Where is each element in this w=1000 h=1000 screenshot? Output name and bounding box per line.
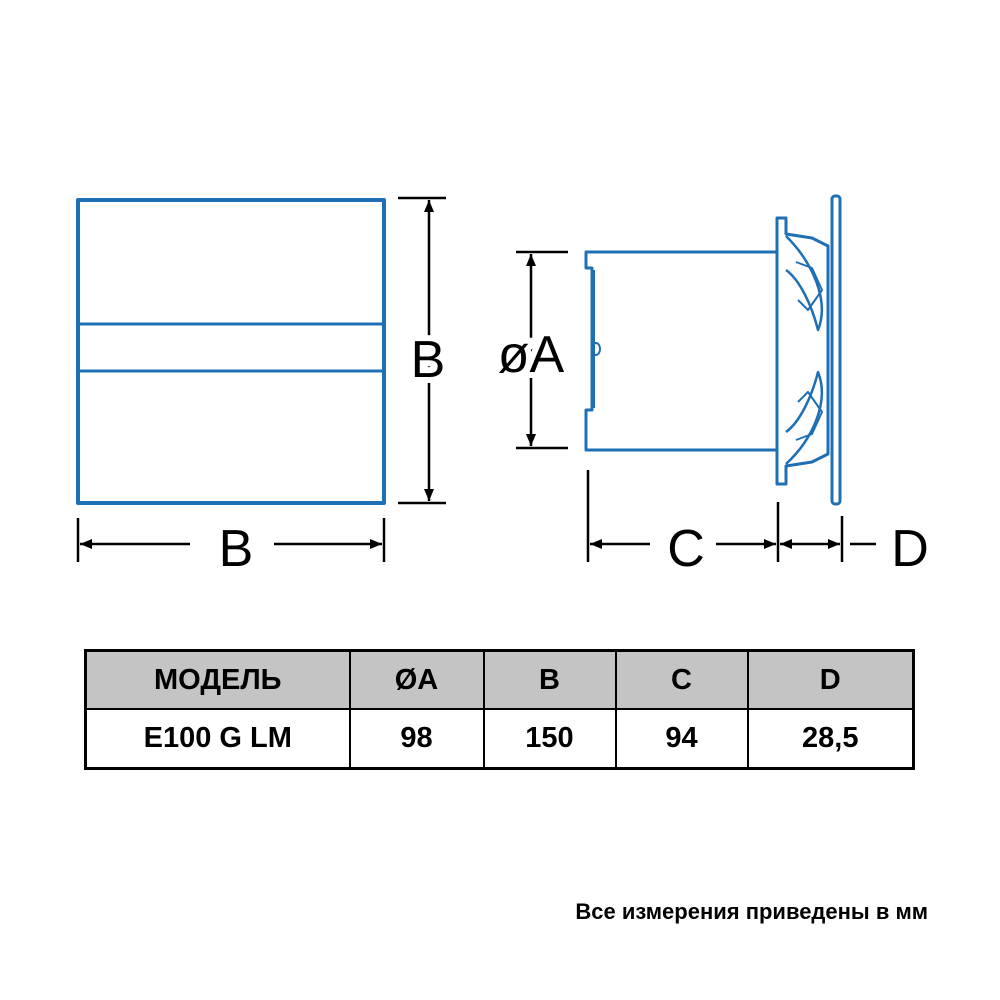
label-front-height: B bbox=[411, 331, 446, 389]
cell-d: 28,5 bbox=[746, 708, 915, 770]
label-depth-d: D bbox=[891, 520, 929, 578]
side-housing bbox=[775, 216, 830, 486]
dimension-drawing: B B øA C D bbox=[76, 194, 929, 578]
side-cover-plate bbox=[830, 194, 842, 506]
dimensions-table: МОДЕЛЬ ØA B C D E100 G LM 98 150 94 28,5 bbox=[84, 649, 915, 770]
units-footnote: Все измерения приведены в мм bbox=[575, 899, 928, 924]
table-header-row: МОДЕЛЬ ØA B C D bbox=[84, 649, 915, 710]
housing-inner-top bbox=[795, 261, 823, 311]
label-depth-c: C bbox=[667, 520, 705, 578]
label-diameter: øA bbox=[498, 326, 565, 384]
label-front-width: B bbox=[219, 520, 254, 578]
header-b: B bbox=[482, 649, 617, 710]
cell-model: E100 G LM bbox=[84, 708, 351, 770]
header-model: МОДЕЛЬ bbox=[84, 649, 351, 710]
side-view bbox=[584, 194, 842, 506]
header-diameter: ØA bbox=[348, 649, 485, 710]
table-row: E100 G LM 98 150 94 28,5 bbox=[84, 708, 915, 770]
housing-curve-top bbox=[785, 235, 823, 332]
cell-c: 94 bbox=[614, 708, 749, 770]
dimension-depth bbox=[586, 470, 876, 562]
housing-inner-bottom bbox=[795, 391, 823, 441]
front-panel bbox=[76, 198, 386, 505]
header-d: D bbox=[746, 649, 915, 710]
cell-b: 150 bbox=[482, 708, 617, 770]
cell-diameter: 98 bbox=[348, 708, 485, 770]
side-spigot bbox=[584, 250, 777, 452]
header-c: C bbox=[614, 649, 749, 710]
spigot-clip bbox=[591, 342, 601, 356]
front-view bbox=[76, 198, 386, 505]
dimension-diameter bbox=[516, 250, 568, 450]
dimension-front-height bbox=[398, 196, 446, 505]
dimension-front-width bbox=[76, 518, 386, 562]
housing-curve-bottom bbox=[785, 370, 823, 465]
